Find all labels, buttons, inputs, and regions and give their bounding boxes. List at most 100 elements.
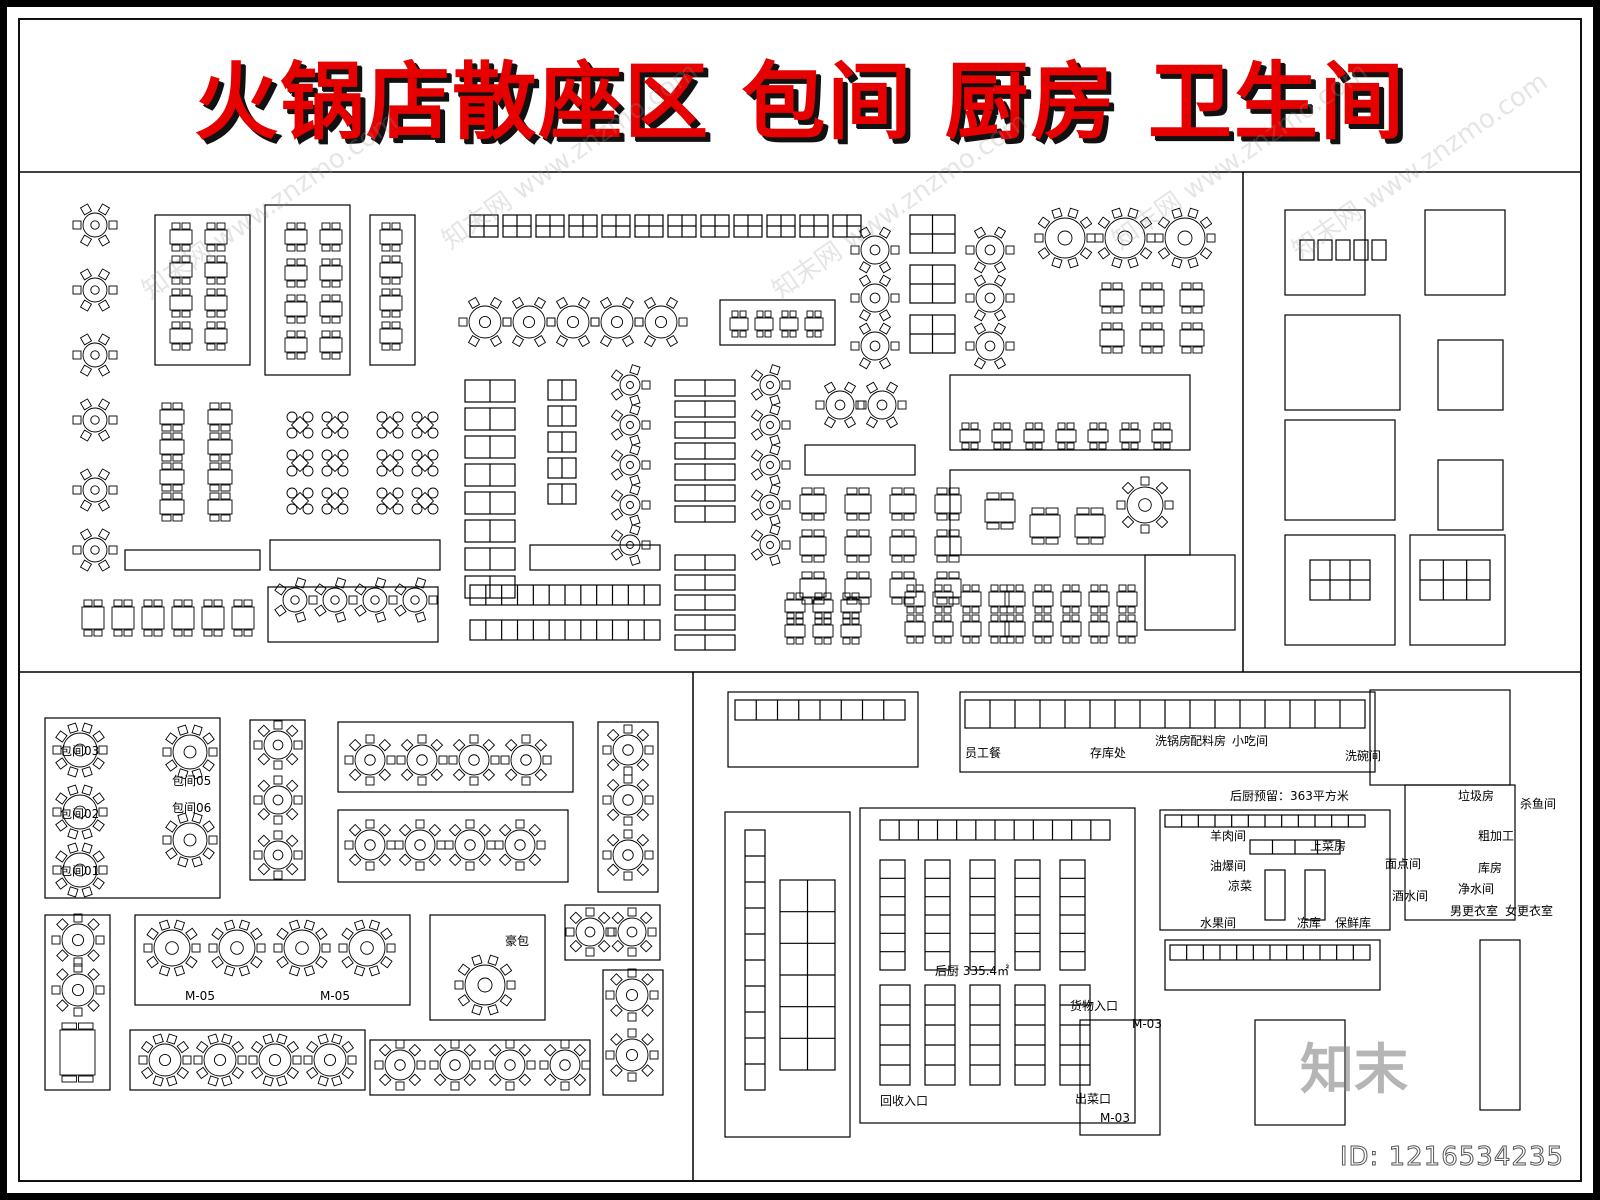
four-seat-table bbox=[376, 487, 404, 515]
chair bbox=[305, 1066, 319, 1080]
chair bbox=[386, 840, 396, 850]
chair bbox=[67, 766, 79, 778]
room-wall bbox=[719, 299, 836, 346]
chair bbox=[1089, 422, 1098, 430]
chair bbox=[457, 963, 471, 976]
chair bbox=[629, 524, 641, 536]
rect-table bbox=[729, 310, 749, 338]
chair bbox=[606, 758, 620, 772]
equipment bbox=[1335, 239, 1351, 261]
equipment bbox=[964, 699, 1366, 729]
chair bbox=[81, 722, 93, 734]
chair bbox=[411, 427, 423, 439]
room-label: M-05 bbox=[320, 989, 350, 1003]
chair bbox=[72, 485, 82, 495]
chair bbox=[172, 402, 183, 410]
chair bbox=[286, 411, 298, 423]
room-label: 包间01 bbox=[60, 864, 99, 878]
rect-table bbox=[159, 492, 185, 522]
chair bbox=[1157, 216, 1171, 229]
chair bbox=[1155, 481, 1169, 495]
chair bbox=[1099, 606, 1108, 614]
chair bbox=[1005, 293, 1015, 303]
room-wall bbox=[134, 914, 411, 1006]
room-wall bbox=[1437, 339, 1504, 411]
chair bbox=[1181, 282, 1192, 290]
chair bbox=[534, 738, 548, 752]
id-label: ID: 1216534235 bbox=[1339, 1142, 1564, 1173]
chair bbox=[842, 637, 851, 645]
equipment bbox=[464, 379, 516, 403]
chair bbox=[378, 1043, 392, 1057]
chair bbox=[644, 795, 654, 805]
chair bbox=[463, 1043, 477, 1057]
equipment bbox=[469, 214, 499, 238]
round-table bbox=[750, 484, 791, 526]
round-table bbox=[193, 1033, 247, 1087]
chair bbox=[331, 280, 341, 288]
chair bbox=[181, 343, 191, 351]
room-wall bbox=[1369, 689, 1511, 786]
chair bbox=[1000, 492, 1014, 500]
chair bbox=[943, 584, 952, 592]
chair bbox=[221, 1075, 233, 1087]
chair bbox=[858, 261, 872, 274]
chair bbox=[276, 1075, 288, 1087]
chair bbox=[348, 853, 362, 867]
round-table bbox=[208, 919, 266, 977]
chair bbox=[378, 738, 392, 752]
chair bbox=[846, 555, 858, 563]
chair bbox=[237, 1055, 247, 1065]
chair bbox=[629, 404, 641, 416]
chair bbox=[67, 842, 79, 854]
chair bbox=[891, 513, 903, 521]
chair bbox=[569, 939, 583, 953]
rect-table bbox=[904, 614, 926, 644]
chair bbox=[1162, 422, 1171, 430]
equipment bbox=[734, 699, 906, 721]
round-table bbox=[51, 963, 105, 1017]
round-table bbox=[52, 722, 108, 778]
chair bbox=[140, 1066, 154, 1080]
chair bbox=[623, 871, 633, 881]
chair bbox=[623, 766, 633, 776]
page-title: 火锅店散座区 包间 厨房 卫生间 bbox=[194, 52, 1406, 151]
rect-table bbox=[1029, 507, 1061, 545]
chair bbox=[814, 310, 822, 318]
chair bbox=[220, 424, 231, 432]
chair bbox=[108, 545, 118, 555]
chair bbox=[644, 745, 654, 755]
chair bbox=[276, 955, 289, 969]
chair bbox=[331, 244, 341, 252]
chair bbox=[257, 862, 271, 876]
chair bbox=[1127, 606, 1136, 614]
chair bbox=[823, 612, 832, 620]
four-seat-table bbox=[321, 411, 349, 439]
chair bbox=[381, 310, 391, 318]
chair bbox=[665, 334, 679, 348]
chair bbox=[216, 288, 226, 296]
chair bbox=[191, 856, 203, 868]
chair bbox=[1127, 636, 1136, 644]
equipment bbox=[1059, 984, 1091, 1086]
chair bbox=[813, 555, 825, 563]
chair bbox=[56, 949, 69, 962]
chair bbox=[851, 637, 860, 645]
round-table bbox=[539, 1039, 591, 1091]
chair bbox=[823, 416, 837, 429]
chair bbox=[344, 755, 354, 765]
chair bbox=[641, 380, 651, 390]
rect-table bbox=[159, 432, 185, 462]
chair bbox=[602, 850, 612, 860]
room-label: 洗锅房 bbox=[1155, 733, 1191, 748]
chair bbox=[1118, 636, 1127, 644]
chair bbox=[555, 334, 569, 348]
chair bbox=[305, 1040, 319, 1054]
room-wall bbox=[804, 444, 916, 476]
chair bbox=[533, 334, 547, 348]
rect-table bbox=[844, 487, 872, 521]
chair bbox=[891, 555, 903, 563]
chair bbox=[1062, 584, 1071, 592]
chair bbox=[846, 529, 858, 537]
